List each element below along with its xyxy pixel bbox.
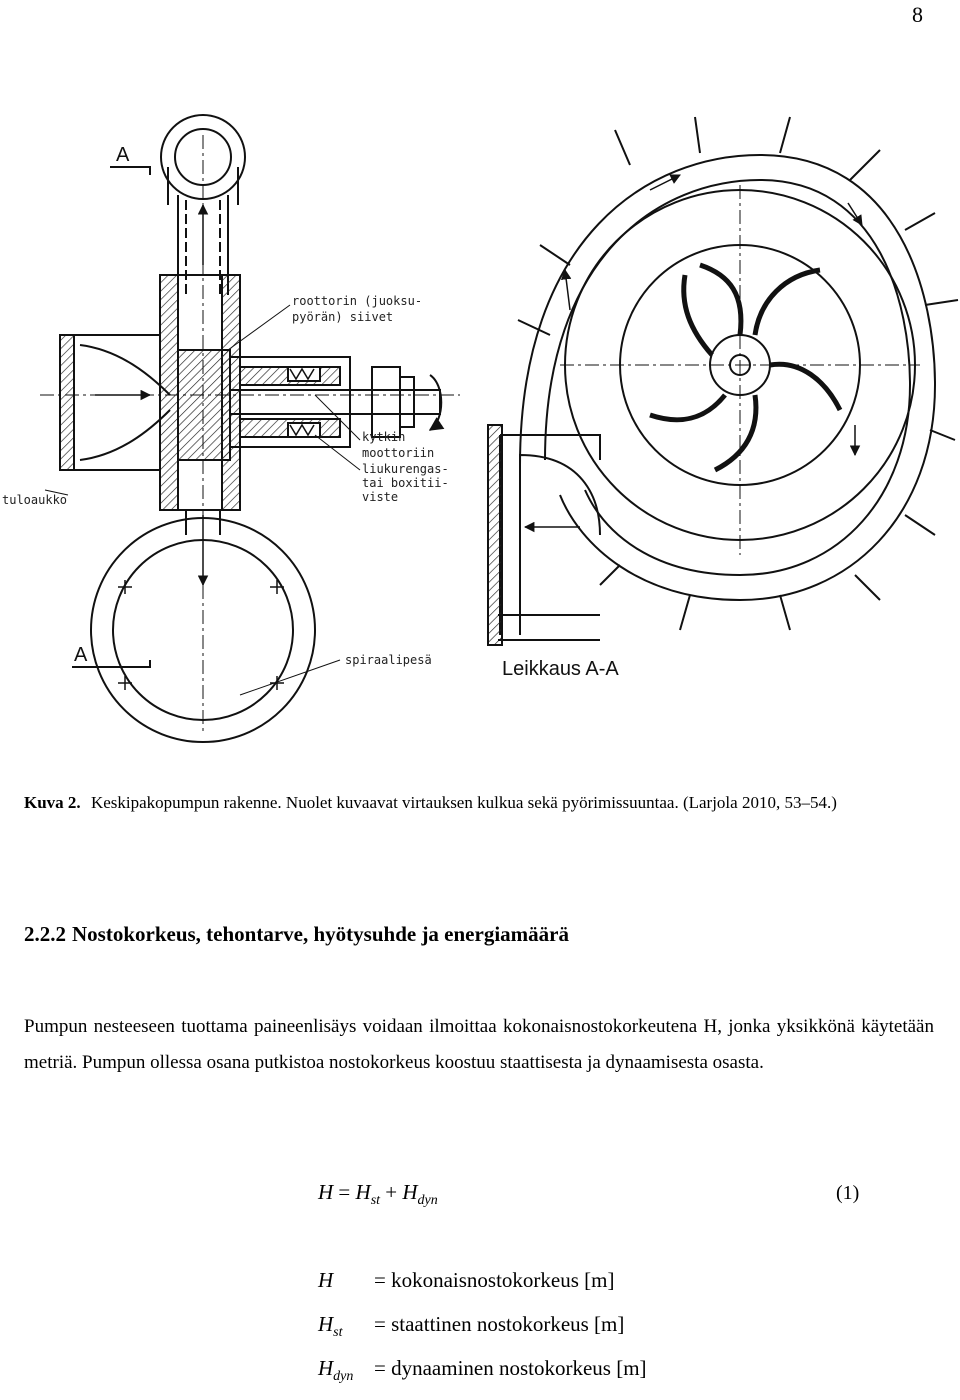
figure-caption: Kuva 2. Keskipakopumpun rakenne. Nuolet … bbox=[24, 786, 936, 819]
seal-label-3: viste bbox=[362, 490, 398, 504]
definition-text: = kokonaisnostokorkeus [m] bbox=[374, 1268, 615, 1292]
page-number: 8 bbox=[912, 2, 923, 27]
section-title-label: Leikkaus A-A bbox=[502, 658, 619, 680]
definition-symbol: Hst bbox=[318, 1312, 343, 1341]
definition-symbol: H bbox=[318, 1268, 333, 1297]
section-a-bottom-label: A bbox=[74, 644, 88, 666]
inlet-label: tuloaukko bbox=[2, 493, 67, 507]
equation: H = Hst + Hdyn bbox=[318, 1180, 438, 1209]
eq-sign: = bbox=[333, 1180, 356, 1204]
seal-label-2: tai boxitii- bbox=[362, 476, 449, 490]
section-a-top-label: A bbox=[116, 144, 130, 166]
symbol-base: H bbox=[318, 1356, 334, 1380]
equation-number: (1) bbox=[836, 1182, 860, 1204]
eq-plus: + bbox=[380, 1180, 403, 1204]
side-section-view bbox=[40, 114, 460, 743]
coupling-label-1: kytkin bbox=[362, 430, 405, 444]
cross-section-view bbox=[487, 116, 959, 646]
symbol-base: H bbox=[318, 1312, 334, 1336]
symbol-subscript: st bbox=[333, 1325, 343, 1341]
pump-drawing: A A roottorin (juoksu- pyörän) siivet ky… bbox=[2, 114, 959, 743]
seal-label-1: liukurengas- bbox=[362, 462, 449, 476]
section-number: 2.2.2 bbox=[24, 922, 66, 946]
body-paragraph: Pumpun nesteeseen tuottama paineenlisäys… bbox=[24, 1016, 934, 1073]
symbol-subscript: dyn bbox=[333, 1369, 354, 1385]
definition-symbol: Hdyn bbox=[318, 1356, 353, 1385]
eq-lhs: H bbox=[318, 1180, 334, 1204]
eq-term1-sub: st bbox=[370, 1193, 381, 1209]
caption-text: Keskipakopumpun rakenne. Nuolet kuvaavat… bbox=[90, 793, 837, 812]
caption-label: Kuva 2. bbox=[24, 793, 81, 812]
coupling-label-2: moottoriin bbox=[362, 446, 434, 460]
rotor-blades-label-2: pyörän) siivet bbox=[292, 310, 393, 324]
eq-term2-sub: dyn bbox=[417, 1193, 438, 1209]
rotor-blades-label-1: roottorin (juoksu- bbox=[292, 294, 422, 308]
volute-label: spiraalipesä bbox=[345, 653, 432, 667]
section-title: Nostokorkeus, tehontarve, hyötysuhde ja … bbox=[72, 922, 569, 946]
eq-term1: H bbox=[355, 1180, 371, 1204]
eq-term2: H bbox=[402, 1180, 418, 1204]
pump-figure: A A roottorin (juoksu- pyörän) siivet ky… bbox=[0, 95, 960, 755]
definition-text: = dynaaminen nostokorkeus [m] bbox=[374, 1356, 647, 1380]
definition-text: = staattinen nostokorkeus [m] bbox=[374, 1312, 625, 1336]
symbol-base: H bbox=[318, 1268, 334, 1292]
